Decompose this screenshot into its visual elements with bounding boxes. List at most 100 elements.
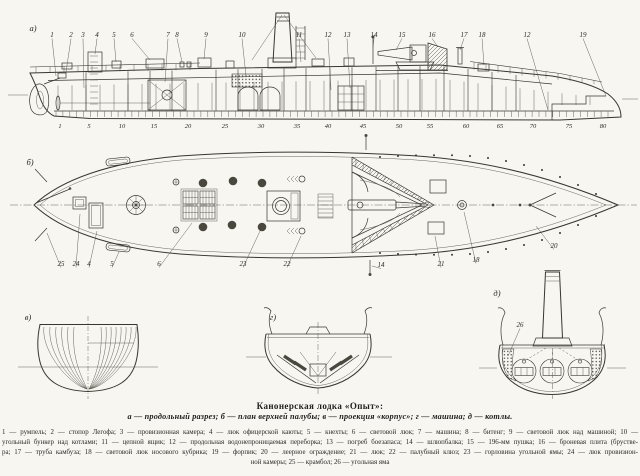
drawing-line	[376, 232, 379, 238]
callout-label: 20	[551, 242, 559, 250]
drawing-line	[382, 176, 386, 182]
boiler-section-drawing: 26 д)	[479, 270, 626, 399]
frame-number: 30	[257, 123, 265, 130]
drawing-line	[514, 367, 534, 376]
callout-label: 23	[240, 260, 248, 268]
drawing-line	[570, 367, 590, 376]
drawing-line	[469, 61, 603, 83]
leader-line	[203, 38, 207, 60]
frame-number: 25	[222, 123, 229, 130]
section-letter: в)	[25, 312, 32, 322]
callout-label: 14	[371, 31, 379, 39]
callout-label: 4	[95, 31, 99, 39]
frame-number: 80	[600, 123, 607, 130]
callout-label: 18	[479, 31, 487, 39]
drawing-line	[396, 185, 401, 189]
drawing-line	[410, 213, 416, 217]
drawing-line	[88, 326, 112, 390]
drawing-line	[362, 239, 364, 247]
leader-line	[111, 251, 120, 268]
drawing-line	[567, 358, 593, 384]
leader-line	[507, 328, 521, 357]
leader-line	[582, 38, 607, 97]
leader-line	[463, 211, 477, 264]
leader-line	[65, 38, 72, 73]
leader-line	[431, 38, 439, 48]
leader-line	[113, 38, 117, 63]
drawing-line	[29, 62, 201, 68]
leader-line	[327, 38, 332, 91]
drawing-line	[88, 326, 122, 390]
frame-number: 35	[293, 123, 301, 130]
leader-line	[46, 232, 62, 268]
callout-label: 1	[50, 31, 54, 39]
drawing-line	[88, 326, 127, 390]
leader-line	[88, 230, 98, 268]
drawing-line	[417, 210, 423, 212]
leader-line	[371, 265, 382, 269]
frame-number: 70	[530, 123, 537, 130]
frame-number: 65	[497, 123, 504, 130]
callout-label: 24	[73, 260, 81, 268]
callout-label: 21	[438, 260, 445, 268]
section-letter: а)	[29, 23, 36, 33]
callout-label: 4	[87, 260, 91, 268]
drawing-line	[49, 326, 88, 390]
drawing-line	[578, 359, 582, 364]
leader-line	[346, 38, 351, 89]
leader-line	[242, 230, 261, 268]
leader-line	[481, 38, 485, 66]
callout-label: 5	[110, 260, 114, 268]
drawing-line	[73, 326, 88, 390]
legend-line: ной камеры; 25 — крамбол; 26 — угольная …	[250, 459, 390, 466]
drawing-line	[511, 358, 537, 384]
callout-label: 17	[461, 31, 469, 39]
section-letter: г)	[270, 312, 276, 322]
callout-label: 8	[175, 31, 179, 39]
figure-subtitle: а — продольный разрез; б — план верхней …	[127, 412, 513, 421]
callout-label: 10	[239, 31, 247, 39]
drawing-line	[55, 326, 88, 390]
machinery-section-drawing: г)	[246, 307, 392, 396]
frame-number: 45	[360, 123, 367, 130]
callout-label: 3	[80, 31, 85, 39]
drawing-line	[396, 221, 401, 225]
drawing-line	[389, 180, 394, 186]
callout-label: 15	[399, 31, 407, 39]
callout-label: 13	[344, 31, 352, 39]
figure-title: Канонерская лодка «Опыт»:	[256, 401, 384, 411]
leader-line	[459, 38, 465, 51]
frame-number: 1	[58, 123, 61, 130]
drawing-line	[417, 198, 423, 200]
drawing-line	[369, 235, 372, 243]
legend-line: 1 — румпель; 2 — стопор Легофа; 3 — пров…	[2, 429, 638, 436]
callout-label: 11	[296, 31, 302, 39]
drawing-line	[376, 172, 379, 178]
callout-label: 12	[325, 31, 333, 39]
frame-number: 55	[427, 123, 434, 130]
callout-label: 14	[378, 261, 386, 269]
drawing-line	[522, 359, 526, 364]
drawing-line	[61, 326, 88, 390]
leader-line	[82, 38, 85, 89]
leader-line	[535, 225, 555, 250]
leader-line	[51, 38, 57, 77]
callout-label: 6	[157, 260, 161, 268]
leader-line	[176, 38, 183, 63]
leader-line	[372, 38, 375, 49]
leader-line	[75, 213, 81, 268]
leader-line	[286, 235, 302, 268]
frame-number: 50	[396, 123, 403, 130]
callout-label: 16	[429, 31, 437, 39]
leader-line	[131, 38, 151, 61]
drawing-line	[88, 326, 132, 390]
drawing-line	[43, 326, 88, 390]
callout-label: 9	[204, 31, 208, 39]
callout-label: 12	[524, 31, 532, 39]
frame-number: 40	[325, 123, 332, 130]
callout-label: 6	[130, 31, 134, 39]
drawing-line	[539, 358, 565, 384]
callout-label: 25	[58, 260, 66, 268]
